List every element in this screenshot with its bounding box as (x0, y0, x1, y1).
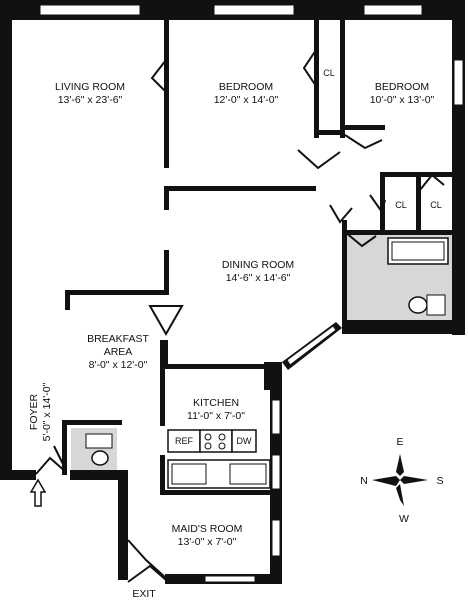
living-room-label: LIVING ROOM (55, 81, 125, 93)
stove-icon (199, 429, 233, 453)
bedroom-2-label: BEDROOM (375, 81, 429, 93)
exit-label: EXIT (132, 588, 156, 600)
sink-icon (229, 463, 267, 485)
foyer-dims: 5'-0" x 14'-0" (41, 382, 53, 441)
kitchen-appliances (167, 429, 271, 489)
compass-west-label: W (399, 513, 409, 525)
bedroom-1-dims: 12'-0" x 14'-0" (214, 94, 279, 106)
foyer-label: FOYER (28, 393, 40, 430)
dishwasher-label: DW (237, 436, 252, 446)
bathroom-fixtures (387, 237, 449, 316)
maids-bath-fixtures (85, 433, 113, 466)
breakfast-area-label: BREAKFAST (87, 333, 149, 345)
dining-room-dims: 14'-6" x 14'-6" (226, 272, 291, 284)
compass-icon (372, 454, 428, 506)
interior-walls (62, 18, 452, 495)
maids-room-dims: 13'-0" x 7'-0" (178, 536, 237, 548)
windows (39, 4, 464, 583)
maids-room-label: MAID'S ROOM (172, 523, 243, 535)
closet-label: CL (323, 68, 335, 78)
compass-south-label: S (436, 475, 443, 487)
closet-label: CL (395, 200, 407, 210)
closet-label: CL (430, 200, 442, 210)
compass-east-label: E (396, 436, 403, 448)
dining-room-label: DINING ROOM (222, 259, 294, 271)
refrigerator-label: REF (175, 436, 194, 446)
entrance-arrow-icon (29, 478, 47, 507)
breakfast-area-label-line2: AREA (104, 346, 133, 358)
dishwasher-icon (231, 429, 257, 453)
living-room-dims: 13'-6" x 23'-6" (58, 94, 123, 106)
breakfast-area-dims: 8'-0" x 12'-0" (89, 359, 148, 371)
kitchen-dims: 11'-0" x 7'-0" (187, 410, 245, 422)
bedroom-2-dims: 10'-0" x 13'-0" (370, 94, 435, 106)
doors (35, 49, 445, 583)
sink-icon (171, 463, 207, 485)
kitchen-label: KITCHEN (193, 397, 239, 409)
compass-north-label: N (360, 475, 368, 487)
bedroom-1-label: BEDROOM (219, 81, 273, 93)
